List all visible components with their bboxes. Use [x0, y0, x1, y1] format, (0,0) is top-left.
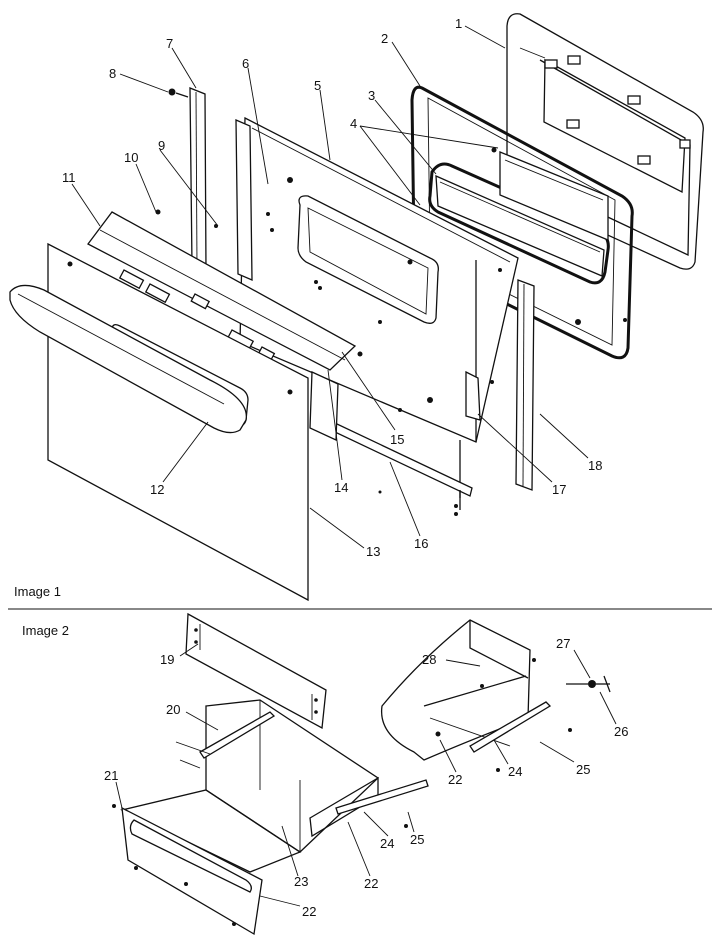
part-20-slide-rail: [175, 711, 276, 769]
image1-label: Image 1: [14, 584, 61, 599]
callout-11: 11: [62, 170, 76, 185]
callout-22-c: 22: [448, 772, 462, 787]
callout-25-a: 25: [410, 832, 424, 847]
part-24-rail-right: [469, 701, 572, 772]
callout-10: 10: [124, 150, 138, 165]
callout-21: 21: [104, 768, 118, 783]
image2-leader-lines: [115, 643, 617, 907]
part-18-door-bracket: [515, 279, 535, 491]
part-28-rail-assembly: [380, 619, 536, 761]
callout-23: 23: [294, 874, 308, 889]
callout-2: 2: [381, 31, 388, 46]
part-9-door-channel: [235, 119, 253, 281]
callout-6: 6: [242, 56, 249, 71]
callout-26: 26: [614, 724, 628, 739]
callout-12: 12: [150, 482, 164, 497]
callout-24-b: 24: [508, 764, 522, 779]
callout-15: 15: [390, 432, 404, 447]
image1-screws: [155, 147, 627, 494]
callout-7: 7: [166, 36, 173, 51]
callout-1: 1: [455, 16, 462, 31]
part-24-drawer-rail: [335, 779, 429, 828]
callout-5: 5: [314, 78, 321, 93]
callout-27: 27: [556, 636, 570, 651]
image1-callouts: 1 2 3 4 5 6 7 8 9 10 11 12 13 14 15 16 1…: [62, 16, 602, 559]
part-11-vent-trim: [87, 211, 357, 371]
part-19-drawer-back: [185, 612, 327, 730]
callout-20: 20: [166, 702, 180, 717]
callout-19: 19: [160, 652, 174, 667]
part-7-door-bracket: [189, 87, 207, 273]
part-26-27-hardware: [566, 675, 611, 693]
callout-4: 4: [350, 116, 357, 131]
callout-14: 14: [334, 480, 348, 495]
part-21-drawer-front: [112, 804, 263, 936]
callout-16: 16: [414, 536, 428, 551]
part-3-window-pack: [428, 151, 610, 285]
callout-22-a: 22: [302, 904, 316, 919]
callout-8: 8: [109, 66, 116, 81]
callout-3: 3: [368, 88, 375, 103]
part-14-side-panel: [309, 371, 339, 441]
callout-28: 28: [422, 652, 436, 667]
image2-label: Image 2: [22, 623, 69, 638]
part-12-handle: [9, 284, 247, 434]
callout-13: 13: [366, 544, 380, 559]
callout-22-b: 22: [364, 876, 378, 891]
callout-18: 18: [588, 458, 602, 473]
image2-callouts: 19 20 21 22 22 22 23 24 24 25 25 26 27 2…: [104, 636, 628, 919]
callout-9: 9: [158, 138, 165, 153]
part-8-screw: [168, 88, 189, 98]
callout-24-a: 24: [380, 836, 394, 851]
callout-25-b: 25: [576, 762, 590, 777]
image1-leader-lines: [71, 25, 589, 549]
part-17-hinge: [465, 370, 481, 421]
callout-17: 17: [552, 482, 566, 497]
